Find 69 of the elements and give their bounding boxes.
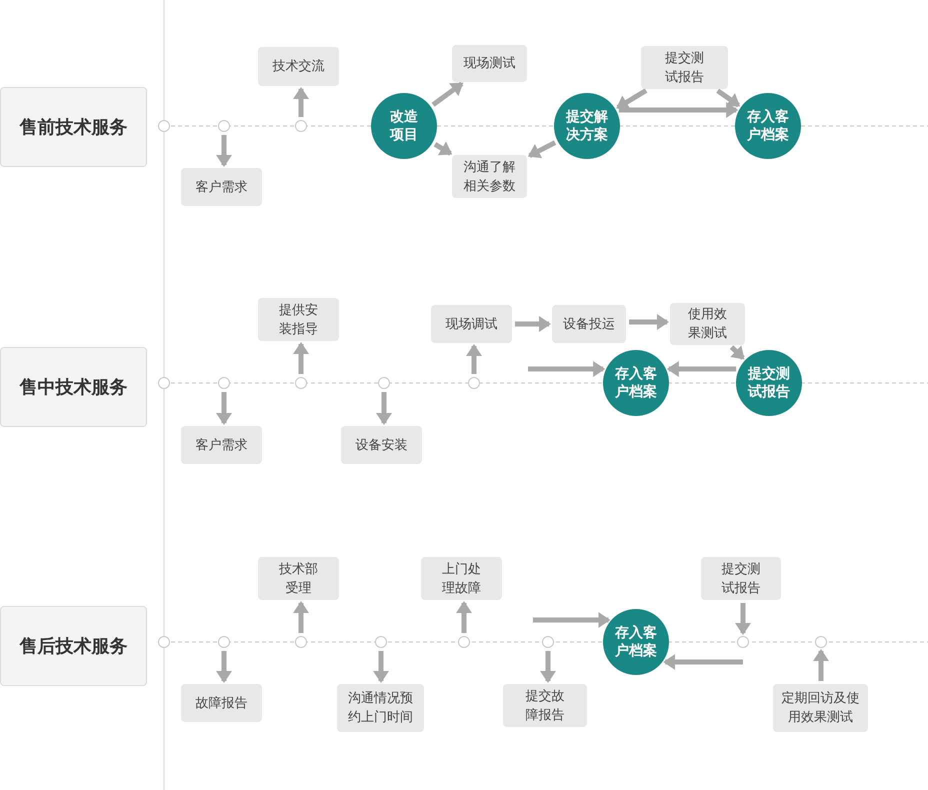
step-box: 技术交流 [258,47,339,86]
arrow [528,361,606,377]
step-box: 设备投运 [552,305,626,343]
timeline-dot [295,120,307,132]
step-box: 沟通了解相关参数 [452,155,527,198]
step-box: 客户需求 [181,426,262,464]
step-box: 客户需求 [181,168,262,206]
step-circle: 存入客户档案 [603,609,669,675]
timeline-dot [468,377,480,389]
step-box: 现场测试 [452,45,527,82]
arrow [515,316,551,332]
arrow [432,82,464,107]
arrow [216,135,232,167]
arrow [735,603,751,635]
step-box: 沟通情况预约上门时间 [337,684,424,732]
arrow [616,88,648,110]
timeline-dot [158,377,170,389]
timeline-dot [295,636,307,648]
step-box: 提交测试报告 [701,557,781,600]
arrow [293,342,309,374]
arrow [533,612,610,628]
step-circle: 改造项目 [371,93,437,159]
section-header-box: 售中技术服务 [0,347,147,427]
timeline-dot [542,636,554,648]
timeline-dot [295,377,307,389]
timeline-dot [375,636,387,648]
arrow [666,361,736,377]
step-box: 现场调试 [431,305,512,343]
step-circle: 存入客户档案 [603,350,669,416]
arrow [216,651,232,683]
arrow [730,345,745,360]
arrow [293,87,309,117]
arrow [434,142,452,156]
step-circle: 提交解决方案 [554,93,620,159]
timeline-dot [218,120,230,132]
arrow [629,314,669,330]
timeline-dot [218,636,230,648]
arrow [466,344,482,374]
arrow [528,140,556,158]
timeline-dot [458,636,470,648]
step-box: 使用效果测试 [670,303,745,345]
step-box: 技术部受理 [258,557,339,600]
timeline-dot [218,377,230,389]
step-box: 提交故障报告 [503,684,587,727]
step-circle: 提交测试报告 [736,350,802,416]
timeline-dot [737,636,749,648]
step-circle: 存入客户档案 [735,93,801,159]
timeline-dot [158,636,170,648]
step-box: 提交测试报告 [641,46,728,89]
step-box: 故障报告 [181,684,262,722]
section-header-box: 售后技术服务 [0,606,147,686]
arrow [216,392,232,425]
arrow [293,601,309,633]
arrow [813,649,829,681]
timeline-dot [378,377,390,389]
step-box: 定期回访及使用效果测试 [773,684,868,732]
arrow [716,88,740,108]
step-box: 设备安装 [341,426,422,464]
arrow [373,651,389,683]
arrow [376,392,392,425]
timeline-dot [158,120,170,132]
step-box: 提供安装指导 [258,298,339,341]
arrow [540,651,556,683]
timeline-dot [815,636,827,648]
section-header-box: 售前技术服务 [0,87,147,167]
arrow [456,601,472,633]
arrow [663,654,743,670]
step-box: 上门处理故障 [421,557,502,600]
arrow [618,102,738,118]
